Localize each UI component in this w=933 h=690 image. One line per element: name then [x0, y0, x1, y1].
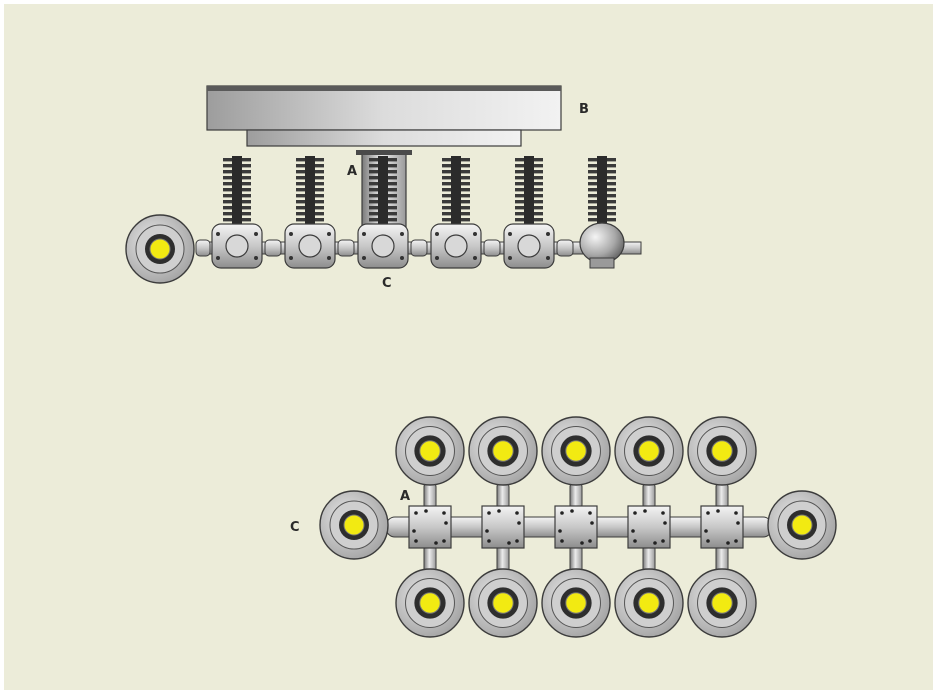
lamp-icon [687, 568, 757, 638]
top-plate-rim [207, 86, 561, 91]
diagram-canvas: B A C A C [4, 4, 933, 690]
label-c-plan: C [290, 520, 300, 535]
bushing-icon [503, 156, 555, 269]
junction-block-icon [481, 505, 525, 549]
lamp-icon [614, 568, 684, 638]
lamp-icon [468, 568, 538, 638]
label-c-side: C [382, 276, 392, 291]
top-plate [206, 85, 562, 131]
lamp-icon [395, 416, 465, 486]
junction-block-icon [700, 505, 744, 549]
bushing-icon [357, 156, 409, 269]
bushing-icon [211, 156, 263, 269]
rail-coupler [483, 239, 501, 257]
bushing-icon [284, 156, 336, 269]
rail-coupler [410, 239, 428, 257]
label-b: B [579, 102, 589, 117]
lamp-icon [468, 416, 538, 486]
equipment-diagram: B A C A C [125, 85, 837, 638]
lamp-icon [541, 568, 611, 638]
rail-coupler [264, 239, 282, 257]
junction-block-icon [627, 505, 671, 549]
label-a-plan: A [400, 489, 410, 504]
lamp-icon [687, 416, 757, 486]
side-view: B A C [125, 85, 642, 291]
bushing-icon [430, 156, 482, 269]
lamp-icon [541, 416, 611, 486]
rail-coupler [195, 239, 211, 257]
rail-coupler [337, 239, 355, 257]
plan-view: A C [290, 416, 837, 638]
lamp-icon [767, 490, 837, 560]
lamp-icon [319, 490, 389, 560]
junction-block-icon [408, 505, 452, 549]
label-a-side: A [347, 164, 357, 179]
top-plate-lower-step [246, 129, 522, 147]
bushing-icon [579, 156, 625, 269]
lamp-icon [395, 568, 465, 638]
junction-block-icon [554, 505, 598, 549]
lamp-icon [614, 416, 684, 486]
rail-coupler [556, 239, 574, 257]
center-column-cap [356, 150, 412, 155]
lamp-icon [125, 214, 195, 284]
